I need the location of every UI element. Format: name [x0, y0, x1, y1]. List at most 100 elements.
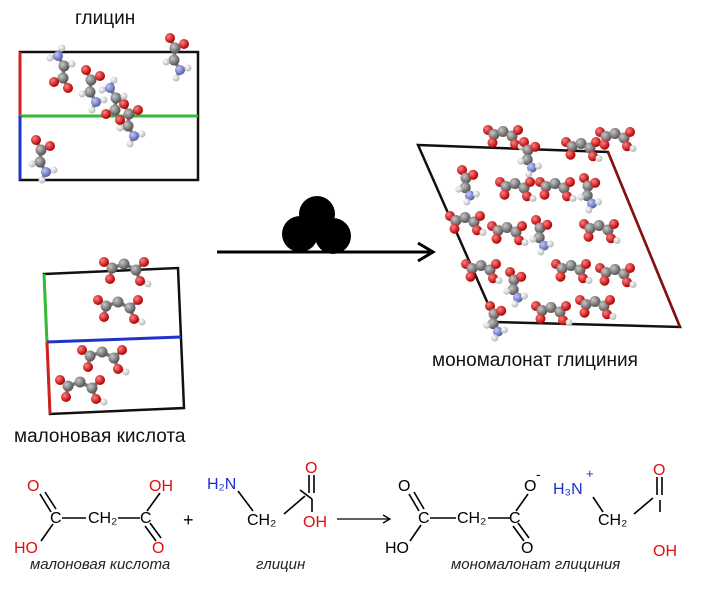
atom-ball [581, 190, 593, 202]
axis-red [45, 341, 52, 415]
glycine-molecule [529, 215, 554, 256]
atom-ball [500, 326, 508, 334]
atom-ball [629, 145, 637, 152]
atom-ball [487, 137, 498, 148]
atom-ball [517, 221, 527, 231]
atom-ball [117, 345, 127, 355]
charge-plus: + [586, 466, 594, 481]
scheme-caption-glycine: глицин [256, 556, 306, 573]
atom-ball [600, 131, 612, 142]
atom-ch2: CH₂ [247, 512, 276, 529]
atom-ball [606, 233, 616, 244]
atom-ball [587, 198, 597, 209]
atom-ball [138, 318, 146, 326]
atom-ball [144, 280, 152, 288]
malonate-molecule [535, 177, 577, 202]
atom-ball [558, 315, 568, 326]
glycine-molecule [116, 99, 146, 148]
atom-ball [450, 215, 462, 226]
glycine-unit-cell [18, 33, 200, 184]
malonate-molecule [55, 375, 108, 406]
atom-ball [465, 190, 475, 201]
atom-ball [488, 273, 498, 284]
malonate-molecule [93, 295, 146, 326]
atom-ball [62, 380, 74, 392]
scheme-malonate-anion [408, 491, 530, 542]
atom-ball [459, 182, 471, 194]
atom-ball [105, 274, 115, 284]
glycine-molecule [577, 173, 602, 214]
glycine-molecule [78, 65, 108, 114]
atom-ball [593, 220, 605, 231]
atom-ball [28, 160, 36, 168]
atom-ball [133, 105, 143, 115]
atom-ball [497, 126, 509, 137]
atom-ball [91, 97, 101, 107]
scheme-malonic-acid [39, 491, 162, 542]
atom-ball [99, 257, 109, 267]
atom-ball [609, 128, 621, 139]
atom-ball [100, 96, 108, 104]
atom-ball [100, 300, 112, 312]
atom-ball [542, 219, 553, 230]
atom-ball [479, 229, 487, 236]
charge-minus: - [536, 466, 541, 482]
atom-ball [589, 296, 601, 307]
malonate-molecule [579, 219, 621, 244]
atom-ball [499, 189, 510, 200]
atom-ball [139, 257, 149, 267]
atom-ball [578, 273, 588, 284]
atom-ball [602, 309, 612, 320]
atom-ball [581, 259, 591, 269]
atom-ball [68, 60, 76, 68]
atom-ball [594, 198, 602, 206]
atom-ball [565, 260, 577, 271]
atom-ball [519, 137, 529, 147]
atom-ball [565, 149, 576, 160]
atom-ball [509, 178, 521, 189]
atom-ball [491, 334, 499, 342]
atom-ball [55, 375, 65, 385]
atom-ball [501, 222, 513, 233]
atom-ball [91, 394, 101, 404]
atom-ball [120, 92, 128, 100]
atom-ball [583, 231, 594, 242]
glycine-molecule [46, 44, 76, 93]
atom-c: C [509, 510, 521, 527]
atom-ball [493, 326, 503, 337]
atom-ball [487, 318, 499, 330]
atom-ball [525, 170, 533, 178]
axis-blue [46, 335, 182, 344]
malonate-molecule [487, 221, 529, 246]
atom-ball [45, 141, 55, 151]
malonate-molecule [531, 301, 573, 326]
atom-ball [595, 155, 603, 162]
atom-ball [85, 74, 97, 86]
atom-ball [41, 167, 51, 177]
atom-ball [112, 296, 124, 308]
malonate-molecule [99, 257, 152, 288]
atom-ball [530, 141, 541, 152]
atom-ball [116, 124, 124, 132]
atom-ball [84, 86, 96, 98]
atom-ball [58, 60, 70, 72]
atom-ball [517, 157, 525, 165]
atom-ball [585, 206, 593, 214]
atom-ball [561, 301, 571, 311]
atom-ball [539, 240, 549, 251]
atom-ball [556, 263, 568, 274]
atom-ball [184, 64, 192, 72]
malonic-acid-label: малоновая кислота [14, 426, 186, 447]
atom-ball [533, 232, 545, 244]
atom-ball [169, 42, 181, 54]
atom-ball [605, 295, 615, 305]
atom-ball [77, 345, 87, 355]
atom-ball [38, 176, 46, 184]
atom-oh: OH [653, 543, 677, 560]
atom-ball [165, 33, 175, 43]
atom-ball [105, 83, 115, 93]
malonate-molecule [77, 345, 130, 376]
atom-ball [135, 276, 145, 286]
atom-ball [534, 162, 542, 170]
